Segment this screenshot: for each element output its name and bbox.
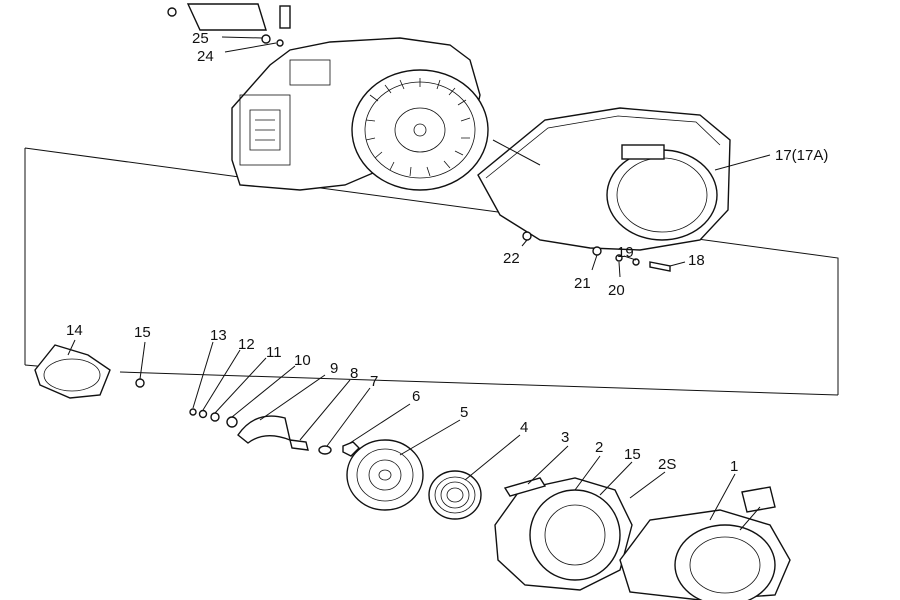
part-4-spring <box>428 470 482 520</box>
label-8: 8 <box>350 365 358 382</box>
engine-block <box>231 37 489 191</box>
label-11: 11 <box>266 344 282 361</box>
blower-housing <box>477 107 731 272</box>
part-14-screen <box>34 344 145 399</box>
part-1-starter-cover <box>619 486 791 600</box>
label-19: 19 <box>617 244 634 261</box>
label-4: 4 <box>520 419 528 436</box>
label-1: 1 <box>730 458 738 475</box>
small-parts <box>189 408 360 457</box>
label-7: 7 <box>370 373 378 390</box>
label-3: 3 <box>561 429 569 446</box>
label-22: 22 <box>503 250 520 267</box>
label-25: 25 <box>192 30 209 47</box>
label-5: 5 <box>460 404 468 421</box>
label-24: 24 <box>197 48 214 65</box>
label-6: 6 <box>412 388 420 405</box>
label-10: 10 <box>294 352 311 369</box>
label-14: 14 <box>66 322 83 339</box>
label-15: 15 <box>134 324 151 341</box>
label-2: 2 <box>595 439 603 456</box>
label-20: 20 <box>608 282 625 299</box>
label-13: 13 <box>210 327 227 344</box>
label-18: 18 <box>688 252 705 269</box>
leader-lines <box>67 36 771 521</box>
label-21: 21 <box>574 275 591 292</box>
part-2-starter-case <box>494 477 633 591</box>
part-5-reel <box>346 439 424 511</box>
label-2s: 2S <box>658 456 676 473</box>
label-15b: 15 <box>624 446 641 463</box>
part-number-labels: 25 24 17(17A) 22 21 20 19 18 14 15 13 12… <box>66 30 828 475</box>
label-12: 12 <box>238 336 255 353</box>
fuel-tank-bracket <box>167 3 291 47</box>
label-17: 17(17A) <box>775 147 828 164</box>
label-9: 9 <box>330 360 338 377</box>
